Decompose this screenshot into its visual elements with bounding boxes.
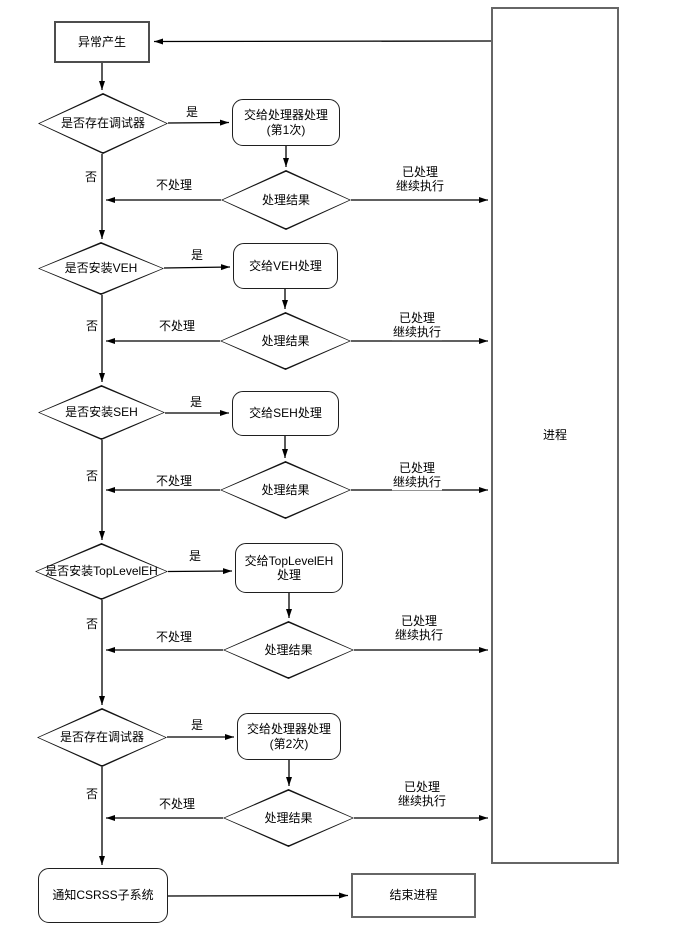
edge-label-yes-1: 是 — [184, 105, 200, 120]
edge-csrss-to-end — [167, 892, 349, 899]
edge-label-handled-4: 已处理 继续执行 — [393, 614, 445, 643]
result-diamond-5-label: 处理结果 — [264, 810, 313, 825]
notify-csrss-label: 通知CSRSS子系统 — [52, 888, 154, 903]
result-diamond-1-label: 处理结果 — [261, 192, 310, 207]
action-veh: 交给VEH处理 — [233, 243, 338, 289]
notify-csrss-node: 通知CSRSS子系统 — [38, 868, 168, 923]
result-diamond-3-label: 处理结果 — [261, 482, 310, 497]
end-node-label: 结束进程 — [389, 888, 438, 903]
action-seh: 交给SEH处理 — [232, 391, 339, 436]
action-handler-2: 交给处理器处理 (第2次) — [237, 713, 341, 760]
edge-label-nothandled-4: 不处理 — [154, 630, 194, 645]
edge-label-no-1: 否 — [83, 170, 99, 185]
edge-check4-yes — [167, 568, 233, 575]
decision-topleveleh: 是否安装TopLevelEH — [35, 543, 168, 600]
edge-label-yes-2: 是 — [189, 248, 205, 263]
decision-topleveleh-label: 是否安装TopLevelEH — [45, 564, 158, 579]
action-handler-1-label: 交给处理器处理 (第1次) — [243, 108, 328, 137]
edge-label-handled-2: 已处理 继续执行 — [391, 311, 443, 340]
result-diamond-2: 处理结果 — [220, 312, 351, 370]
result-diamond-1: 处理结果 — [221, 170, 351, 230]
decision-veh-label: 是否安装VEH — [64, 261, 138, 276]
action-topleveleh-label: 交给TopLevelEH 处理 — [244, 553, 334, 582]
start-node-label: 异常产生 — [77, 34, 126, 49]
edge-label-handled-1: 已处理 继续执行 — [394, 165, 446, 194]
edge-process-to-start — [153, 38, 492, 45]
end-node: 结束进程 — [351, 873, 476, 918]
edge-label-handled-3: 已处理 继续执行 — [391, 461, 443, 490]
edge-label-no-4: 否 — [84, 617, 100, 632]
decision-veh: 是否安装VEH — [38, 242, 164, 295]
edge-label-nothandled-3: 不处理 — [154, 474, 194, 489]
result-diamond-4: 处理结果 — [223, 621, 354, 679]
decision-seh-label: 是否安装SEH — [65, 405, 138, 420]
decision-debugger-1-label: 是否存在调试器 — [60, 116, 145, 131]
edge-label-handled-5: 已处理 继续执行 — [396, 780, 448, 809]
process-node-label: 进程 — [542, 428, 567, 443]
action-topleveleh: 交给TopLevelEH 处理 — [235, 543, 343, 593]
edge-label-nothandled-2: 不处理 — [157, 319, 197, 334]
edge-label-yes-3: 是 — [188, 395, 204, 410]
action-seh-label: 交给SEH处理 — [249, 406, 322, 421]
decision-debugger-1: 是否存在调试器 — [38, 93, 168, 154]
action-veh-label: 交给VEH处理 — [249, 258, 322, 273]
process-node: 进程 — [491, 7, 619, 864]
result-diamond-4-label: 处理结果 — [264, 642, 313, 657]
result-diamond-2-label: 处理结果 — [261, 333, 310, 348]
decision-seh: 是否安装SEH — [38, 385, 165, 440]
decision-debugger-2-label: 是否存在调试器 — [59, 730, 144, 745]
result-diamond-5: 处理结果 — [223, 789, 354, 847]
action-handler-2-label: 交给处理器处理 (第2次) — [246, 722, 331, 751]
edge-label-yes-4: 是 — [187, 549, 203, 564]
edge-label-no-5: 否 — [84, 787, 100, 802]
edge-label-no-2: 否 — [84, 319, 100, 334]
result-diamond-3: 处理结果 — [220, 461, 351, 519]
edge-check2-yes — [163, 264, 231, 271]
start-node: 异常产生 — [54, 21, 150, 63]
edge-check1-yes — [167, 119, 230, 126]
edge-label-yes-5: 是 — [189, 718, 205, 733]
action-handler-1: 交给处理器处理 (第1次) — [232, 99, 340, 146]
edge-label-no-3: 否 — [84, 469, 100, 484]
edge-label-nothandled-1: 不处理 — [154, 178, 194, 193]
edge-label-nothandled-5: 不处理 — [157, 797, 197, 812]
decision-debugger-2: 是否存在调试器 — [37, 708, 167, 767]
